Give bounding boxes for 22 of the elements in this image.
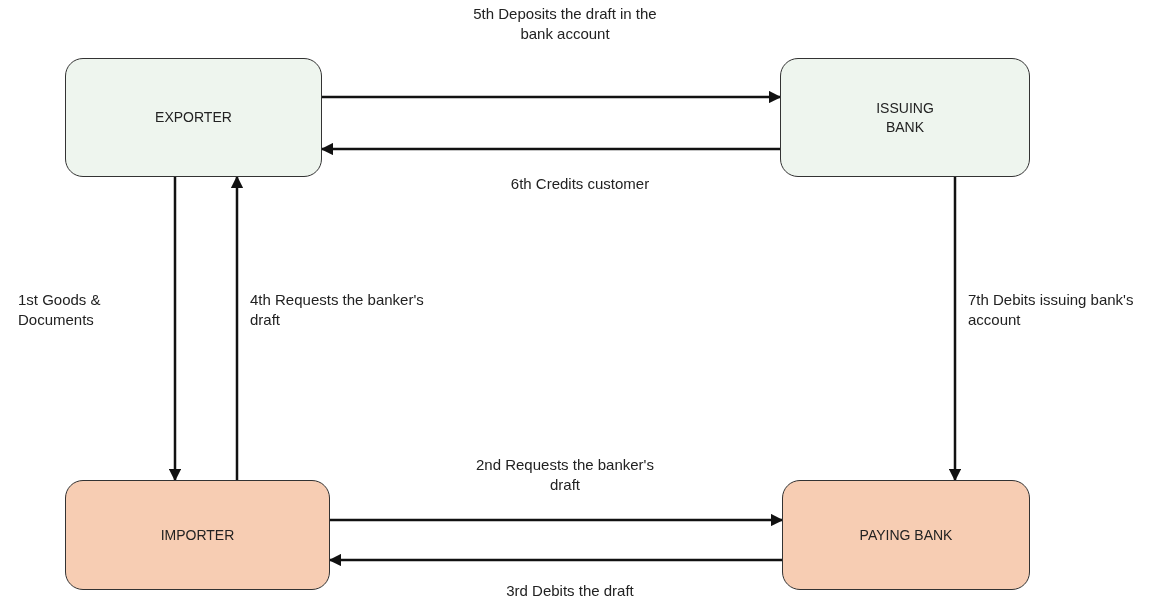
arrow	[322, 90, 782, 104]
process-box	[780, 58, 1030, 177]
node-label: ISSUING BANK	[875, 98, 935, 137]
arrow	[230, 175, 244, 480]
edge-label: 4th Requests the banker's draft	[250, 290, 425, 329]
arrow	[328, 553, 782, 567]
edge-label: 5th Deposits the draft in the bank account	[472, 4, 658, 43]
edge-label: 2nd Requests the banker's draft	[475, 455, 655, 494]
process-box	[65, 58, 322, 177]
node-label: PAYING BANK	[859, 525, 953, 545]
edge-label: 7th Debits issuing bank's account	[968, 290, 1135, 329]
arrow	[168, 177, 182, 482]
arrow	[330, 513, 784, 527]
edge-label: 1st Goods & Documents	[18, 290, 102, 329]
edge-label: 3rd Debits the draft	[505, 581, 635, 601]
process-box	[65, 480, 330, 590]
node-label: IMPORTER	[160, 525, 235, 545]
arrow	[948, 177, 962, 482]
process-box	[782, 480, 1030, 590]
node-label: EXPORTER	[155, 108, 232, 127]
edge-label: 6th Credits customer	[509, 174, 651, 194]
arrow	[320, 142, 780, 156]
